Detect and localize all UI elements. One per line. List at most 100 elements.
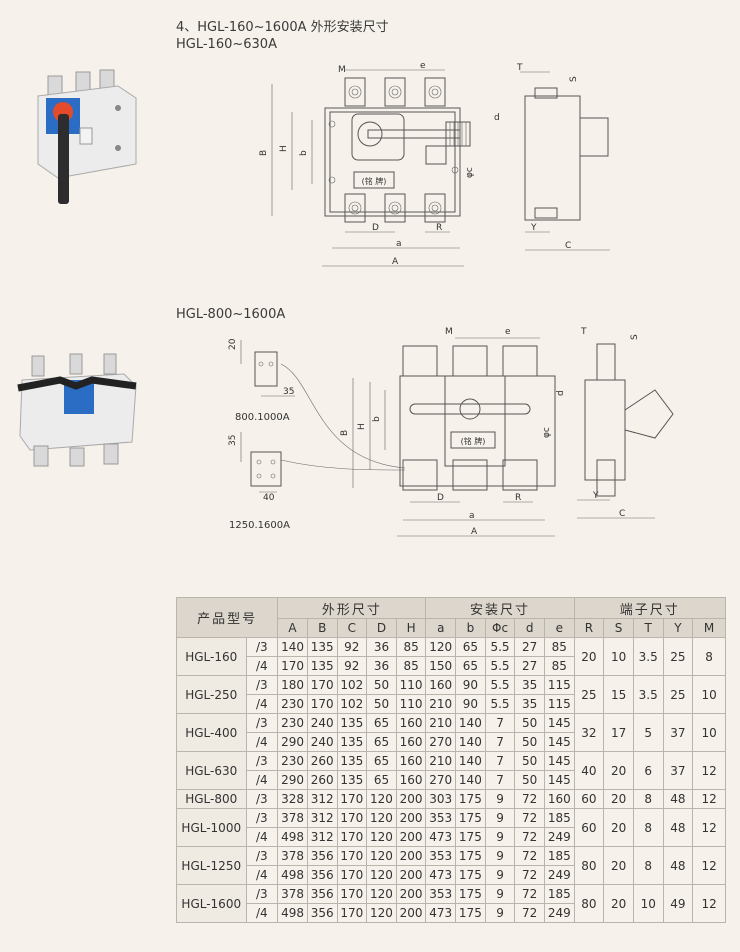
table-cell: 210 xyxy=(425,751,457,771)
table-cell: 102 xyxy=(336,675,368,695)
table-cell: 65 xyxy=(366,713,397,733)
terminal-cell: 15 xyxy=(603,675,634,714)
column-header: e xyxy=(543,618,575,638)
terminal-cell: 10 xyxy=(603,637,634,676)
dim2-R: R xyxy=(515,493,521,503)
table-cell: 36 xyxy=(366,656,397,676)
pole-count: /4 xyxy=(245,865,279,885)
table-cell: 65 xyxy=(366,751,397,771)
pole-count: /3 xyxy=(245,846,279,866)
table-cell: 35 xyxy=(514,694,545,714)
table-cell: 120 xyxy=(366,865,397,885)
dim-e: e xyxy=(420,61,426,71)
terminal-cell: 8 xyxy=(632,789,664,809)
table-cell: 50 xyxy=(514,713,545,733)
terminal-cell: 10 xyxy=(692,713,726,752)
table-cell: 249 xyxy=(543,903,575,923)
table-cell: 36 xyxy=(366,637,397,657)
table-cell: 353 xyxy=(425,808,457,828)
terminal-cell: 20 xyxy=(603,751,634,790)
terminal-cell: 40 xyxy=(573,751,605,790)
table-cell: 9 xyxy=(484,884,516,904)
table-cell: 85 xyxy=(395,637,427,657)
pole-count: /3 xyxy=(245,751,279,771)
table-cell: 135 xyxy=(336,770,368,790)
table-cell: 120 xyxy=(366,903,397,923)
dim-R: R xyxy=(436,223,442,233)
table-cell: 170 xyxy=(336,865,368,885)
table-cell: 140 xyxy=(455,713,486,733)
table-cell: 5.5 xyxy=(484,637,516,657)
switch-photo-large xyxy=(17,353,137,467)
detail2-dim2: 40 xyxy=(263,493,275,503)
pole-count: /4 xyxy=(245,770,279,790)
model-name: HGL-1250 xyxy=(176,846,247,885)
detail1-dim1: 20 xyxy=(228,338,238,350)
dim-b: b xyxy=(299,150,309,156)
dim2-M: M xyxy=(445,327,453,337)
dim2-a: a xyxy=(469,511,475,521)
table-cell: 170 xyxy=(336,808,368,828)
table-cell: 50 xyxy=(514,751,545,771)
dim2-b: b xyxy=(372,416,382,422)
table-cell: 170 xyxy=(306,694,338,714)
table-cell: 7 xyxy=(484,732,516,752)
table-cell: 65 xyxy=(455,656,486,676)
table-cell: 145 xyxy=(543,732,575,752)
side2-dim-Y: Y xyxy=(592,491,599,501)
table-cell: 115 xyxy=(543,694,575,714)
table-cell: 135 xyxy=(306,637,338,657)
table-cell: 175 xyxy=(455,789,486,809)
table-cell: 378 xyxy=(277,808,308,828)
pole-count: /3 xyxy=(245,884,279,904)
table-cell: 85 xyxy=(543,637,575,657)
dim2-e: e xyxy=(505,327,511,337)
table-cell: 50 xyxy=(514,770,545,790)
table-cell: 140 xyxy=(277,637,308,657)
column-header: Φc xyxy=(484,618,516,638)
table-cell: 356 xyxy=(306,865,338,885)
table-cell: 170 xyxy=(336,884,368,904)
model-name: HGL-1000 xyxy=(176,808,247,847)
column-header: B xyxy=(306,618,338,638)
table-cell: 185 xyxy=(543,808,575,828)
table-cell: 7 xyxy=(484,751,516,771)
table-cell: 92 xyxy=(336,637,368,657)
drawing-800-1600: 20 35 800.1000A 35 40 1250.1600A (铭 牌) M… xyxy=(228,327,674,537)
terminal-cell: 12 xyxy=(692,789,726,809)
terminal-cell: 20 xyxy=(603,789,634,809)
detail2-caption: 1250.1600A xyxy=(229,520,290,531)
table-cell: 50 xyxy=(366,694,397,714)
column-header: C xyxy=(336,618,368,638)
table-cell: 110 xyxy=(395,675,427,695)
model-name: HGL-1600 xyxy=(176,884,247,923)
table-cell: 312 xyxy=(306,789,338,809)
side2-dim-T: T xyxy=(580,327,587,337)
column-header: Y xyxy=(662,618,694,638)
terminal-cell: 25 xyxy=(662,637,694,676)
table-cell: 65 xyxy=(366,732,397,752)
table-cell: 50 xyxy=(366,675,397,695)
pole-count: /3 xyxy=(245,789,279,809)
table-cell: 260 xyxy=(306,770,338,790)
table-cell: 200 xyxy=(395,884,427,904)
table-cell: 270 xyxy=(425,770,457,790)
terminal-cell: 20 xyxy=(603,808,634,847)
table-cell: 312 xyxy=(306,808,338,828)
terminal-cell: 10 xyxy=(632,884,664,923)
header-outer: 外形尺寸 xyxy=(277,597,427,619)
table-cell: 200 xyxy=(395,846,427,866)
table-cell: 9 xyxy=(484,827,516,847)
table-cell: 135 xyxy=(336,732,368,752)
table-cell: 5.5 xyxy=(484,656,516,676)
pole-count: /4 xyxy=(245,732,279,752)
subheading-800-1600: HGL-800~1600A xyxy=(176,307,286,322)
table-cell: 160 xyxy=(395,713,427,733)
table-cell: 200 xyxy=(395,789,427,809)
table-cell: 145 xyxy=(543,770,575,790)
table-cell: 140 xyxy=(455,770,486,790)
